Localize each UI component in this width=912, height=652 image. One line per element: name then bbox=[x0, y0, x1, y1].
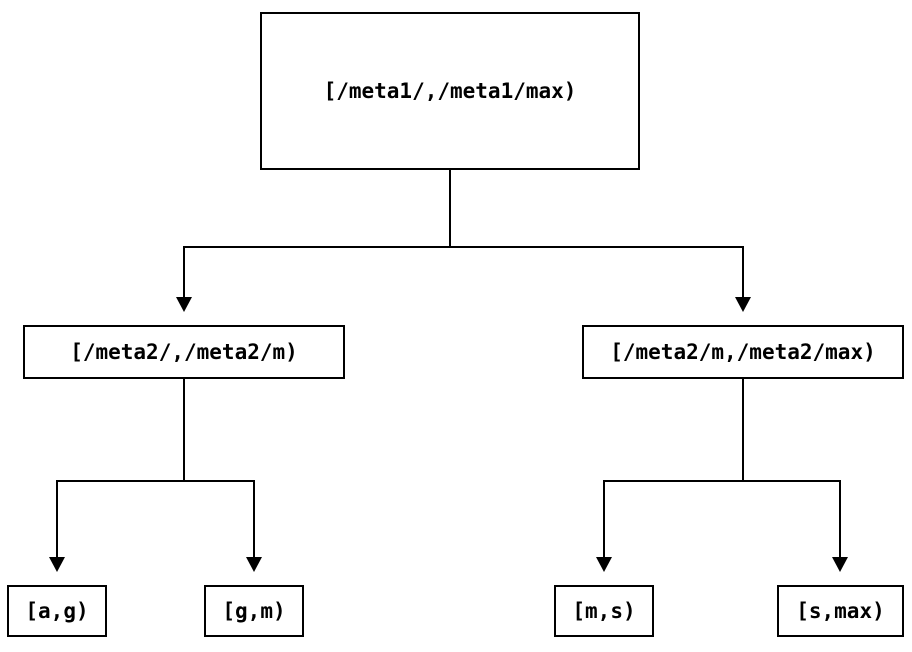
connector-level2-left-drop-right bbox=[253, 480, 255, 558]
arrow-down-icon bbox=[735, 297, 751, 312]
connector-level1-horizontal bbox=[184, 246, 743, 248]
connector-level2-right-drop-left bbox=[603, 480, 605, 558]
connector-level2-right-horizontal bbox=[604, 480, 840, 482]
tree-node-leaf-smax: [s,max) bbox=[777, 585, 904, 637]
tree-node-meta2-left: [/meta2/,/meta2/m) bbox=[23, 325, 345, 379]
arrow-down-icon bbox=[176, 297, 192, 312]
arrow-down-icon bbox=[832, 557, 848, 572]
arrow-down-icon bbox=[246, 557, 262, 572]
tree-node-leaf-ag: [a,g) bbox=[7, 585, 107, 637]
connector-midright-stem bbox=[742, 379, 744, 482]
tree-node-leaf-gm: [g,m) bbox=[204, 585, 304, 637]
connector-level2-left-drop-left bbox=[56, 480, 58, 558]
tree-node-leaf-ms: [m,s) bbox=[554, 585, 654, 637]
arrow-down-icon bbox=[49, 557, 65, 572]
tree-node-meta2-right: [/meta2/m,/meta2/max) bbox=[582, 325, 904, 379]
connector-level1-drop-right bbox=[742, 246, 744, 298]
connector-level2-left-horizontal bbox=[57, 480, 254, 482]
arrow-down-icon bbox=[596, 557, 612, 572]
connector-level2-right-drop-right bbox=[839, 480, 841, 558]
connector-midleft-stem bbox=[183, 379, 185, 482]
connector-level1-drop-left bbox=[183, 246, 185, 298]
tree-node-root: [/meta1/,/meta1/max) bbox=[260, 12, 640, 170]
connector-root-stem bbox=[449, 170, 451, 248]
